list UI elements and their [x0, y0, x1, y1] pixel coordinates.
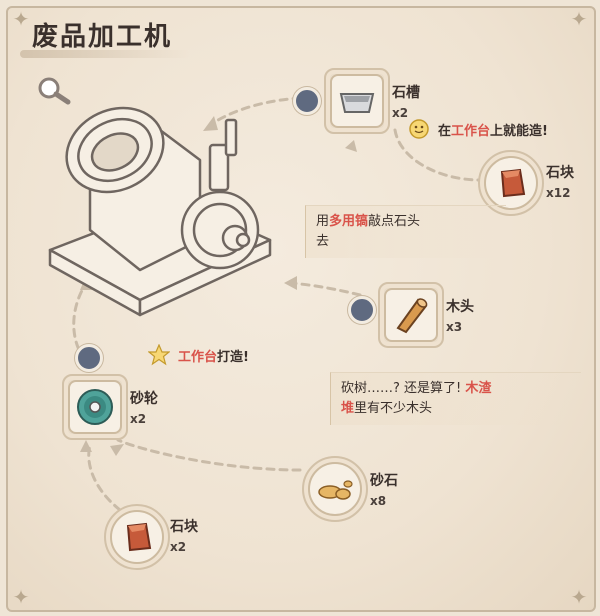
item-slot-wood[interactable]: [378, 282, 444, 348]
corner-ornament-icon: ✦: [12, 585, 30, 609]
stone-trough-icon: [339, 93, 375, 113]
item-slot-stone-trough[interactable]: [324, 68, 390, 134]
stone-block-icon: [126, 522, 152, 552]
item-name: 石槽: [392, 85, 420, 101]
item-name: 石块: [170, 519, 198, 535]
item-slot-gravel[interactable]: [302, 456, 368, 522]
step-marker: [293, 87, 321, 115]
scrap-processor-machine-icon: [48, 106, 272, 317]
item-name: 砂轮: [130, 391, 158, 407]
step-marker: [75, 344, 103, 372]
wood-log-icon: [396, 298, 428, 334]
item-qty: x12: [546, 186, 571, 200]
workbench-tip: 在工作台上就能造!: [438, 124, 548, 139]
page-title: 废品加工机: [32, 22, 173, 52]
item-slot-stone-block[interactable]: [104, 504, 170, 570]
hint-note: 砍树……? 还是算了! 木渣 堆里有不少木头: [330, 372, 581, 425]
smiley-icon: [409, 119, 429, 139]
star-face-icon: [148, 344, 170, 366]
corner-ornament-icon: ✦: [12, 7, 30, 31]
item-qty: x2: [170, 540, 187, 554]
corner-ornament-icon: ✦: [570, 7, 588, 31]
workbench-make-tip: 工作台打造!: [178, 350, 249, 365]
item-slot-grinding-wheel[interactable]: [62, 374, 128, 440]
item-qty: x3: [446, 320, 463, 334]
item-name: 木头: [446, 299, 474, 315]
corner-ornament-icon: ✦: [570, 585, 588, 609]
item-name: 石块: [546, 165, 574, 181]
title-underline: [20, 50, 190, 58]
magnifier-icon[interactable]: [36, 76, 72, 106]
item-qty: x8: [370, 494, 387, 508]
grinding-wheel-icon: [77, 389, 113, 425]
hint-note: 用多用镐敲点石头 去: [305, 205, 506, 258]
item-qty: x2: [392, 106, 409, 120]
step-marker: [348, 296, 376, 324]
item-qty: x2: [130, 412, 147, 426]
gravel-icon: [318, 480, 353, 500]
stone-block-icon: [500, 168, 526, 198]
item-name: 砂石: [370, 473, 398, 489]
